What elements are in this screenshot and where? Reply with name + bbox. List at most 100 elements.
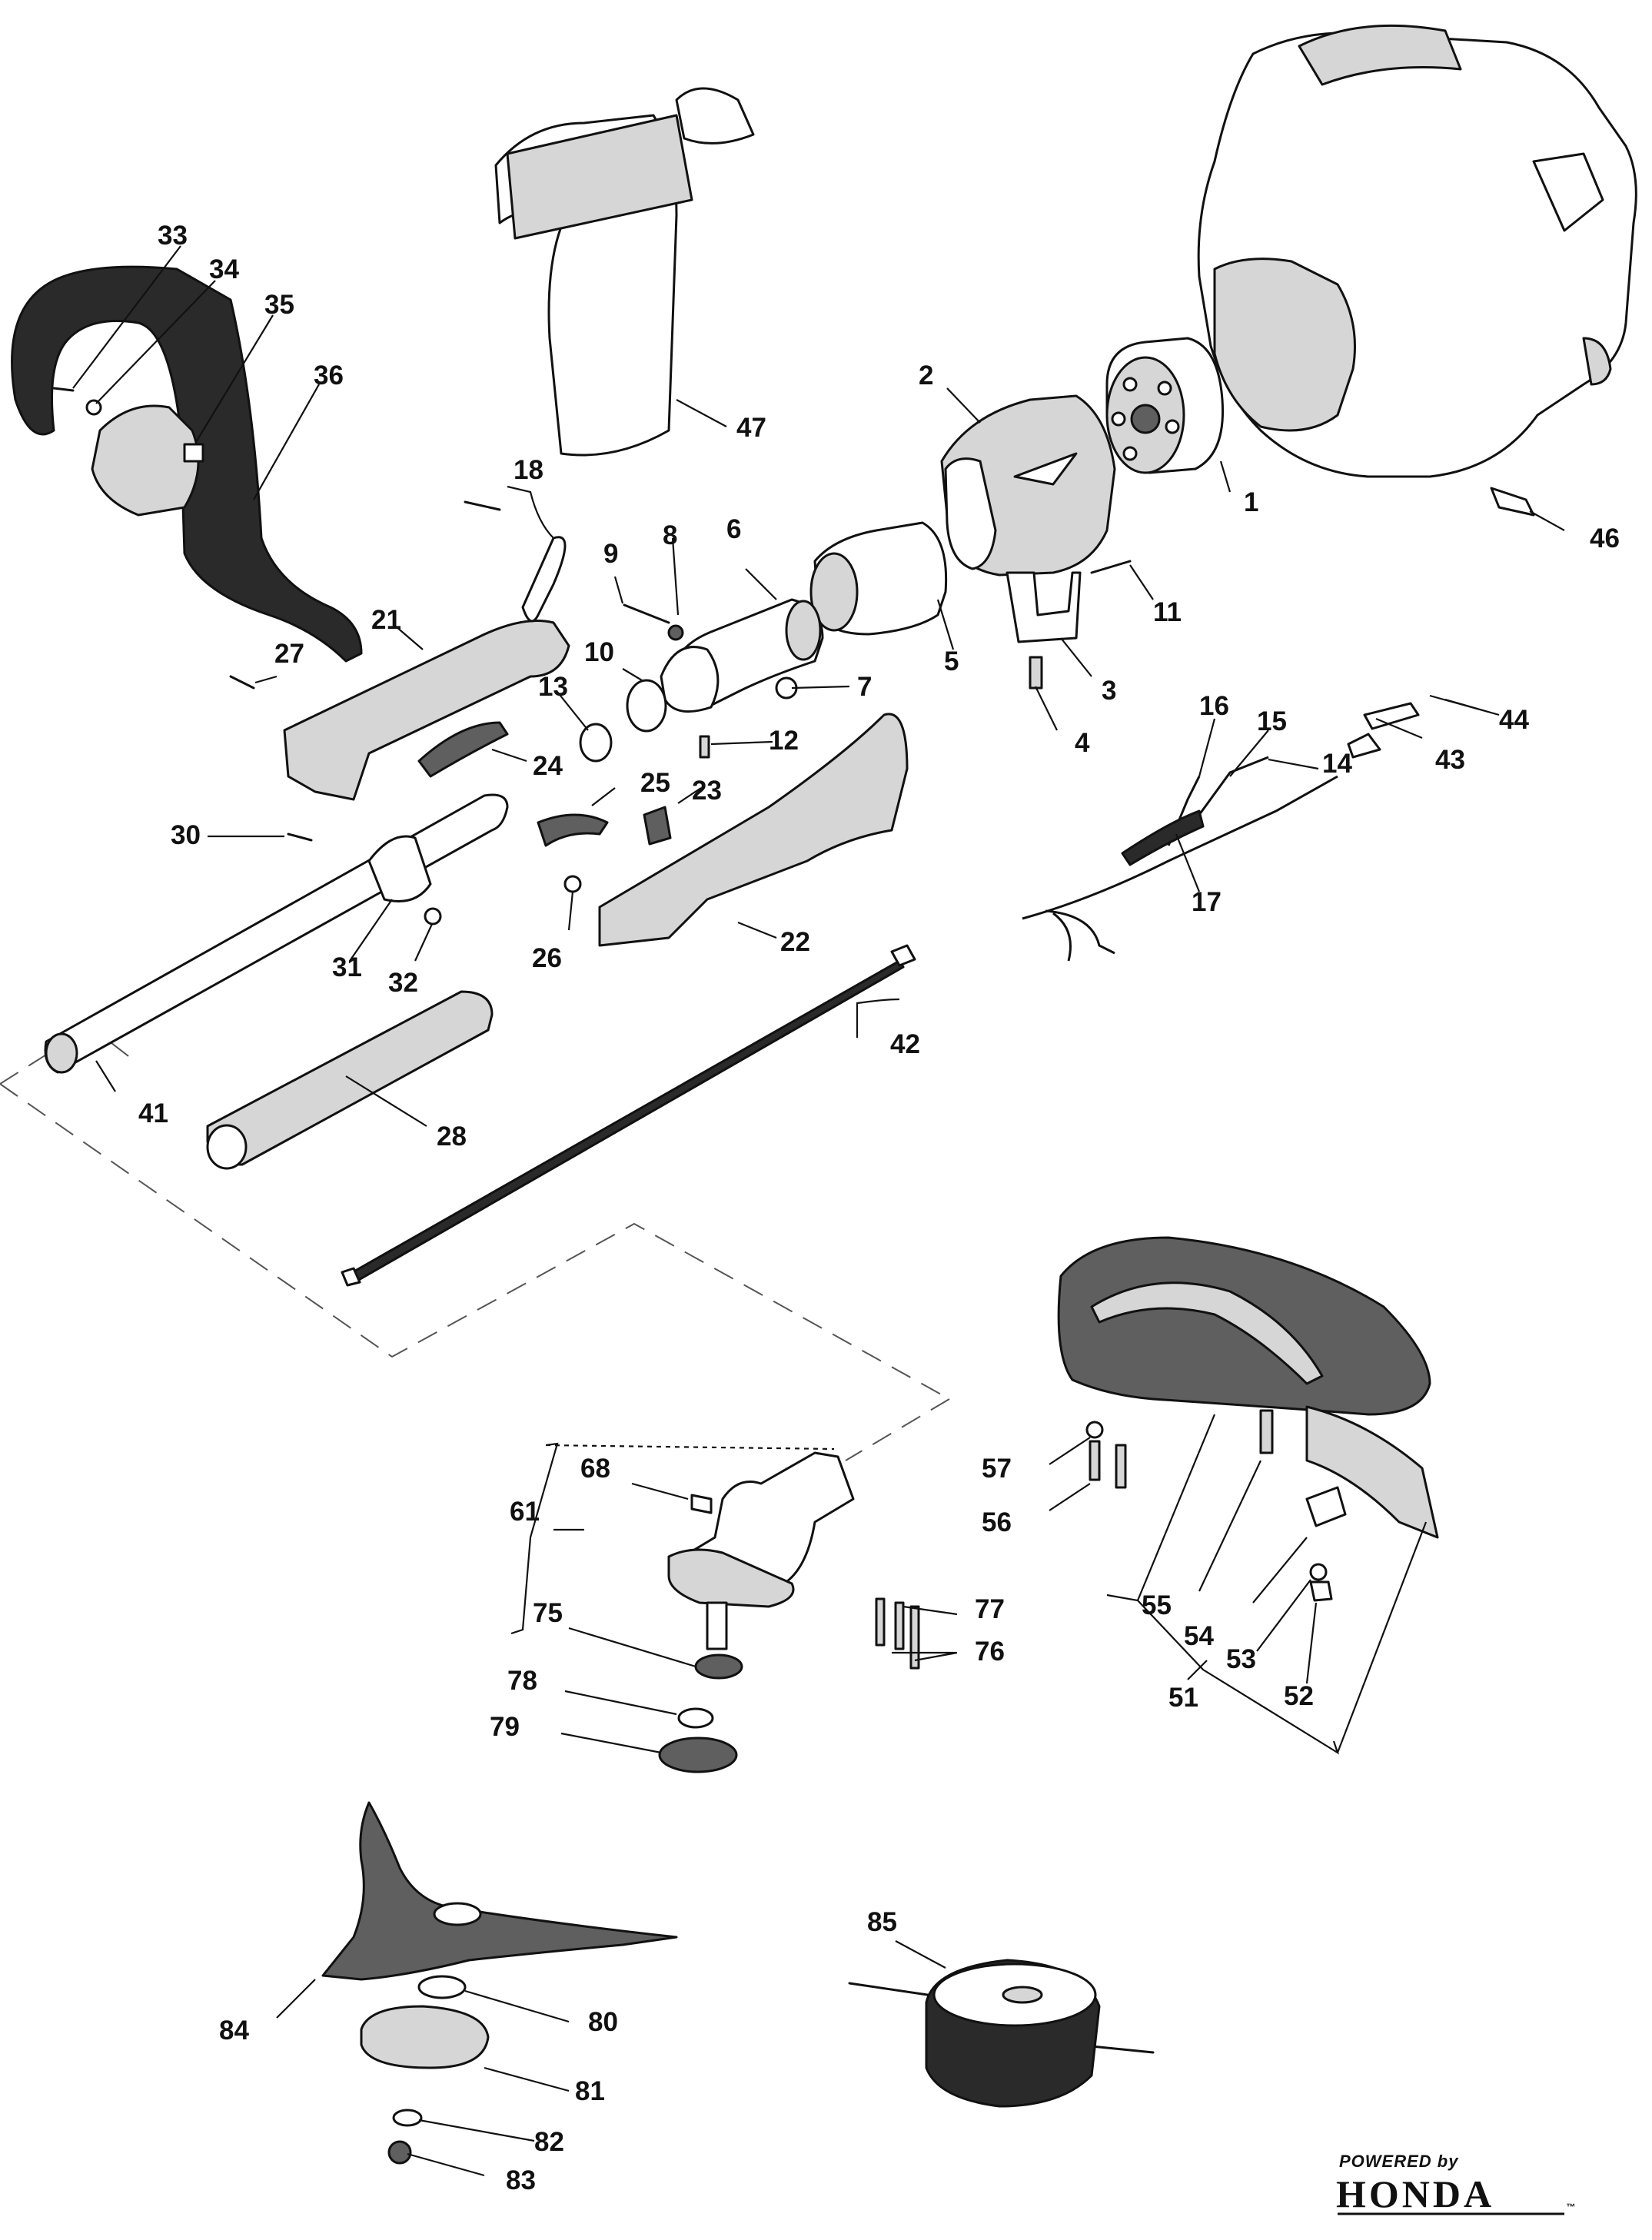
callout-6: 6 <box>726 514 741 544</box>
clutch-drum-center <box>1130 404 1161 434</box>
clutch-drum-hole <box>1165 419 1180 434</box>
leader-line <box>737 921 777 939</box>
guard-flap <box>1305 1405 1439 1539</box>
leader-line <box>95 1060 116 1092</box>
callout-18: 18 <box>514 455 543 485</box>
ring-10 <box>626 679 667 733</box>
callout-76: 76 <box>975 1637 1005 1667</box>
callout-52: 52 <box>1284 1681 1314 1711</box>
callout-81: 81 <box>575 2076 605 2106</box>
drive-cable-tip-bottom <box>341 1267 361 1287</box>
wire-strand <box>1045 909 1115 955</box>
leader-line <box>677 787 702 804</box>
leader-line <box>349 899 393 962</box>
clutch-drum-hole <box>1157 381 1172 396</box>
callout-79: 79 <box>490 1712 520 1742</box>
callout-27: 27 <box>274 639 304 669</box>
spacer-78 <box>677 1707 714 1729</box>
wire-strand <box>1022 775 1338 920</box>
callout-3: 3 <box>1102 676 1116 706</box>
callout-12: 12 <box>769 726 799 756</box>
bolt-68 <box>690 1494 713 1514</box>
spring-26 <box>563 875 582 893</box>
callout-5: 5 <box>944 646 959 676</box>
leader-line <box>895 1940 946 1969</box>
screw-12 <box>699 735 710 759</box>
callout-55: 55 <box>1142 1590 1172 1620</box>
leader-line <box>946 387 981 424</box>
leader-line <box>491 748 527 763</box>
leader-line <box>484 2066 570 2092</box>
spring-17 <box>1121 809 1205 866</box>
washer-82 <box>392 2109 423 2127</box>
screw-44 <box>1347 733 1381 759</box>
leader-line <box>254 675 278 684</box>
leader-line <box>418 2119 535 2142</box>
blade-center-hole <box>433 1902 482 1926</box>
clutch-drum-hole <box>1122 377 1138 392</box>
housing-21-tab <box>521 536 567 623</box>
leader-line <box>568 1627 696 1668</box>
callout-22: 22 <box>780 927 810 957</box>
leader-line <box>1035 686 1058 731</box>
flange-79 <box>658 1736 738 1773</box>
engine-clutch-housing <box>1213 258 1356 432</box>
callout-82: 82 <box>534 2127 564 2157</box>
screw-27 <box>229 675 255 690</box>
callout-80: 80 <box>588 2007 618 2037</box>
leader-line <box>936 599 955 650</box>
bracket-51-line-b <box>1336 1521 1428 1753</box>
callout-78: 78 <box>507 1666 537 1696</box>
bolt-30 <box>287 833 313 842</box>
leader-lines <box>72 245 1565 2177</box>
screw-18 <box>464 500 501 511</box>
washer-57 <box>1085 1421 1104 1439</box>
leader-line <box>856 998 900 1038</box>
leader-line <box>1256 1579 1311 1652</box>
callout-10: 10 <box>584 637 614 667</box>
nut-32 <box>424 907 442 926</box>
callout-36: 36 <box>314 361 344 391</box>
bolt-46 <box>1490 487 1535 517</box>
bracket-51 <box>1106 1594 1340 1755</box>
callout-77: 77 <box>975 1594 1005 1624</box>
bracket-51-line <box>1136 1414 1216 1601</box>
callout-44: 44 <box>1499 705 1529 735</box>
nut-52 <box>1309 1580 1333 1602</box>
clutch-drum-hole <box>1111 411 1126 427</box>
leader-line <box>591 787 616 806</box>
bracket-54 <box>1305 1486 1347 1527</box>
callout-46: 46 <box>1590 523 1620 553</box>
callout-33: 33 <box>158 221 188 251</box>
gearbox-flange <box>667 1548 795 1608</box>
nut-83 <box>387 2140 412 2165</box>
callout-42: 42 <box>890 1029 920 1059</box>
callout-30: 30 <box>171 820 201 850</box>
callout-13: 13 <box>538 672 568 702</box>
leader-line <box>1429 694 1500 716</box>
callout-16: 16 <box>1199 691 1229 721</box>
bolt-56 <box>1089 1440 1101 1481</box>
bolt-43 <box>1363 702 1420 730</box>
leader-line <box>631 1482 689 1501</box>
leader-line <box>1268 758 1319 770</box>
harness-buckle <box>675 87 755 145</box>
callout-57: 57 <box>982 1454 1012 1484</box>
callout-85: 85 <box>867 1907 897 1937</box>
washer-8 <box>667 624 684 641</box>
leader-line <box>1129 564 1154 600</box>
leader-line <box>892 1651 958 1662</box>
leader-line <box>557 691 589 731</box>
dashed-line <box>845 1398 950 1461</box>
callout-54: 54 <box>1184 1621 1214 1651</box>
handle-clamp <box>91 404 200 517</box>
tube-clamp-31 <box>367 835 432 902</box>
blade-84 <box>321 1801 678 1981</box>
leader-line <box>1198 1460 1261 1592</box>
callout-32: 32 <box>388 968 418 998</box>
housing-22 <box>598 713 909 947</box>
leader-line <box>464 1989 570 2023</box>
wiring-harness <box>1022 756 1338 962</box>
callout-7: 7 <box>857 672 872 702</box>
